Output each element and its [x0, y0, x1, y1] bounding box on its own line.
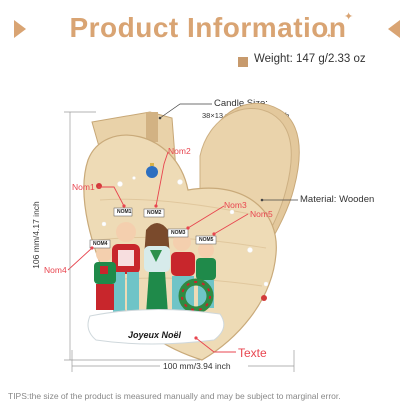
callout-nom3: Nom3 — [224, 200, 247, 210]
candle-slot — [146, 112, 158, 142]
figurine-tag-4: NOM4 — [93, 241, 108, 247]
figurine-1 — [112, 222, 140, 312]
material-label: Material: Wooden — [300, 194, 375, 205]
callout-nom5: Nom5 — [250, 209, 273, 219]
figurine-tag-3: NOM3 — [171, 230, 186, 236]
figurine-2 — [144, 223, 170, 314]
dimension-lines — [64, 111, 295, 372]
weight-bullet-icon — [238, 57, 248, 67]
right-arrow-icon — [388, 20, 400, 38]
banner-text: Joyeux Noël — [128, 330, 182, 340]
weight-label: Weight: 147 g/2.33 oz — [254, 53, 366, 65]
callout-nom2: Nom2 — [168, 146, 191, 156]
callout-nom1: Nom1 — [72, 182, 95, 192]
page-title: Product Information — [69, 12, 347, 43]
callout-texte: Texte — [238, 346, 267, 360]
figurine-tag-2: NOM2 — [147, 210, 162, 216]
blue-ornament-icon — [146, 166, 158, 178]
candle-size-title: Candle Size: — [214, 98, 268, 109]
width-dimension-label: 100 mm/3.94 inch — [163, 361, 231, 371]
left-arrow-icon — [14, 20, 26, 38]
red-ornament-icon — [96, 183, 102, 189]
tips-footnote: TIPS:the size of the product is measured… — [8, 391, 341, 401]
callout-nom4: Nom4 — [44, 265, 67, 275]
red-ornament-icon — [261, 295, 267, 301]
height-dimension-label: 106 mm/4.17 inch — [31, 201, 41, 269]
snow-base — [87, 308, 225, 345]
figurine-tag-1: NOM1 — [117, 209, 132, 215]
snowflake-icons — [101, 176, 269, 287]
figurine-4 — [94, 246, 116, 310]
sparkle-icon: ✦ — [326, 33, 332, 40]
figurine-tag-5: NOM5 — [199, 237, 214, 243]
sparkle-icon: ✦ — [344, 11, 354, 23]
